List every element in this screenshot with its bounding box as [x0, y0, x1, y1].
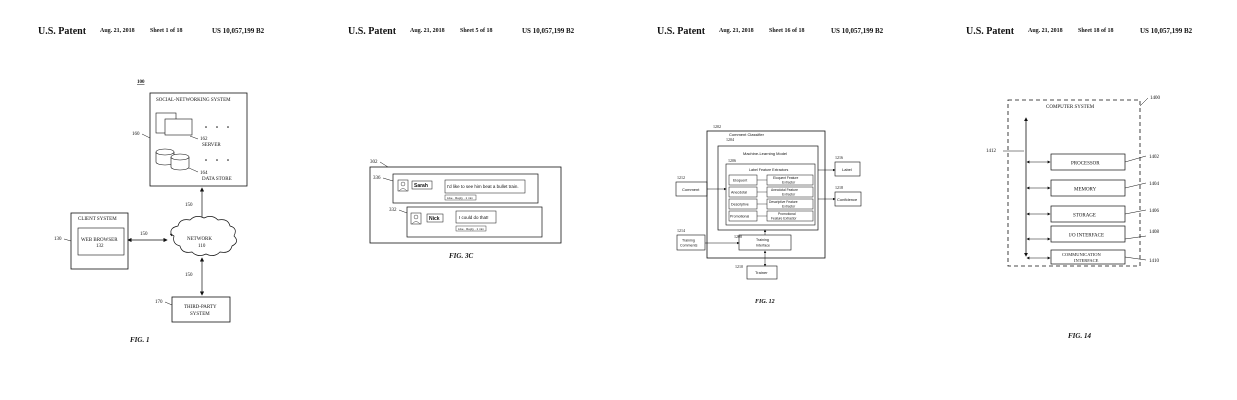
fig-12-diagram: 1202 Comment Classifier 1204 Machine-Lea…: [619, 0, 928, 400]
ref-1204: 1204: [726, 137, 734, 142]
ref-1410: 1410: [1149, 259, 1160, 264]
ref-1402: 1402: [1149, 155, 1160, 160]
comment-text-nick: I could do that!: [459, 215, 489, 220]
svg-text:Anecdotal: Anecdotal: [731, 191, 747, 195]
confidence-output: Confidence: [837, 197, 858, 202]
fig-1-diagram: 100 SOCIAL-NETWORKING SYSTEM 160 162 SER…: [0, 0, 309, 400]
fig-3c-diagram: 302 336 Sarah I'd like to see him beat a…: [310, 0, 619, 400]
memory-label: MEMORY: [1074, 188, 1097, 193]
svg-text:Descriptive: Descriptive: [731, 203, 749, 207]
ref-100: 100: [137, 80, 145, 85]
processor-label: PROCESSOR: [1071, 162, 1100, 167]
sheet-fig-14: U.S. Patent Aug. 21, 2018 Sheet 18 of 18…: [928, 0, 1237, 400]
ml-model-label: Machine-Learning Model: [743, 151, 787, 156]
comment-text-sarah: I'd like to see him beat a bullet train.: [447, 184, 519, 189]
ref-170: 170: [155, 300, 163, 305]
ref-110: 110: [198, 244, 206, 249]
svg-text:Promotional: Promotional: [778, 212, 796, 216]
comment-meta-sarah: Like · Reply · 1 min: [447, 196, 473, 200]
svg-text:Extractor: Extractor: [782, 181, 796, 185]
svg-text:Anecdotal Feature: Anecdotal Feature: [771, 188, 798, 192]
ref-1412: 1412: [986, 149, 997, 154]
training-comments-box: [677, 235, 705, 250]
trainer-label: Trainer: [755, 270, 768, 275]
ref-150-top: 150: [185, 203, 193, 208]
fig-1-caption: FIG. 1: [130, 336, 149, 344]
ref-336: 336: [373, 176, 381, 181]
data-store-label: DATA STORE: [202, 177, 232, 182]
communication-interface-label-1: COMMUNICATION: [1062, 252, 1102, 257]
storage-label: STORAGE: [1073, 214, 1096, 219]
svg-text:Descriptive Feature: Descriptive Feature: [769, 200, 798, 204]
ref-1212: 1212: [677, 175, 685, 180]
third-party-label-1: THIRD-PARTY: [184, 305, 217, 310]
sheet-fig-1: U.S. Patent Aug. 21, 2018 Sheet 1 of 18 …: [0, 0, 309, 400]
ref-150-bottom: 150: [185, 273, 193, 278]
ref-1404: 1404: [1149, 182, 1160, 187]
fig-3c-caption: FIG. 3C: [449, 252, 473, 260]
ref-1206: 1206: [728, 158, 736, 163]
ref-150-left: 150: [140, 232, 148, 237]
post-frame: [370, 167, 561, 243]
third-party-label-2: SYSTEM: [190, 312, 210, 317]
svg-text:Feature Extractor: Feature Extractor: [771, 217, 797, 221]
svg-text:Promotional: Promotional: [730, 215, 749, 219]
comment-classifier-label: Comment Classifier: [729, 132, 765, 137]
extractor-rows: Eloquent Eloquent Feature Extractor Anec…: [729, 175, 813, 221]
sheet-fig-12: U.S. Patent Aug. 21, 2018 Sheet 16 of 18…: [619, 0, 928, 400]
sns-box: [150, 93, 247, 186]
network-label: NETWORK: [187, 237, 212, 242]
ref-162: 162: [200, 137, 208, 142]
sns-title: SOCIAL-NETWORKING SYSTEM: [156, 98, 231, 103]
ref-164: 164: [200, 171, 208, 176]
web-browser-label: WEB BROWSER: [81, 238, 118, 243]
ref-1210: 1210: [735, 264, 743, 269]
training-comments-label-1: Training: [682, 239, 695, 243]
ref-1216: 1216: [835, 155, 843, 160]
sheet-fig-3c: U.S. Patent Aug. 21, 2018 Sheet 5 of 18 …: [310, 0, 619, 400]
comment-meta-nick: Like · Reply · 1 min: [458, 227, 484, 231]
training-interface-label-2: Interface: [756, 244, 770, 248]
ref-1400: 1400: [1150, 96, 1161, 101]
ref-132: 132: [96, 244, 104, 249]
svg-text:Extractor: Extractor: [782, 193, 796, 197]
label-output: Label: [842, 167, 852, 172]
svg-text:Eloquent Feature: Eloquent Feature: [773, 176, 798, 180]
ref-1406: 1406: [1149, 209, 1160, 214]
svg-text:Eloquent: Eloquent: [733, 179, 747, 183]
server-label: SERVER: [202, 143, 221, 148]
fig-12-caption: FIG. 12: [755, 299, 775, 305]
communication-interface-label-2: INTERFACE: [1074, 258, 1099, 263]
ref-1214: 1214: [677, 228, 685, 233]
commenter-name-nick: Nick: [429, 216, 440, 222]
ref-1202: 1202: [713, 124, 721, 129]
network-cloud: [170, 216, 236, 255]
commenter-name-sarah: Sarah: [414, 183, 428, 189]
computer-system-title: COMPUTER SYSTEM: [1046, 105, 1095, 110]
computer-system-box: [1008, 100, 1140, 266]
ref-1208: 1208: [734, 234, 742, 239]
comment-label: Comment: [682, 187, 700, 192]
extractors-label: Label Feature Extractors: [749, 168, 789, 172]
ref-1218: 1218: [835, 185, 843, 190]
avatar-nick: [411, 213, 421, 224]
fig-14-caption: FIG. 14: [1068, 332, 1091, 340]
client-system-title: CLIENT SYSTEM: [78, 217, 117, 222]
io-interface-label: I/O INTERFACE: [1069, 234, 1104, 239]
ref-1408: 1408: [1149, 230, 1160, 235]
data-store-icon: [156, 149, 189, 170]
ref-302: 302: [370, 160, 378, 165]
ref-160: 160: [132, 132, 140, 137]
avatar-sarah: [398, 180, 408, 191]
svg-text:Extractor: Extractor: [782, 205, 796, 209]
ref-332: 332: [389, 208, 397, 213]
ref-130: 130: [54, 237, 62, 242]
training-interface-label-1: Training: [756, 238, 769, 242]
fig-14-diagram: COMPUTER SYSTEM 1400 1412 PROCESSOR 1402…: [928, 0, 1237, 400]
training-comments-label-2: Comments: [680, 244, 698, 248]
